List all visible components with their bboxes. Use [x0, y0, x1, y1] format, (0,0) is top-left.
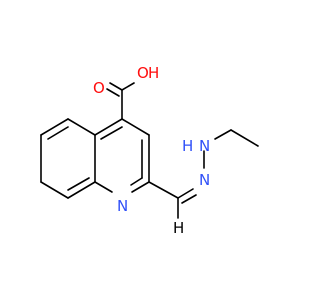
bond-carbonyl: [109, 82, 123, 91]
amine-hydrogen-label: H: [182, 137, 193, 155]
bond-ethyl: [230, 129, 259, 147]
bond-ring: [40, 181, 69, 199]
bond-ring: [94, 181, 113, 193]
bond-ring: [47, 126, 69, 140]
bond-c-n-double: [177, 188, 194, 199]
bond-side-chain: [148, 181, 179, 199]
bond-n-ethyl: [214, 129, 232, 140]
ring-nitrogen-label: N: [117, 197, 128, 215]
bond-c-n-double: [181, 194, 197, 204]
bond-ring: [121, 118, 150, 136]
vinyl-hydrogen-label: H: [173, 219, 184, 237]
bond-carbonyl: [106, 88, 120, 97]
bond-ring: [67, 118, 96, 136]
molecule-structure: O O H N N H N H: [40, 64, 259, 237]
bond-ring: [67, 181, 96, 199]
bond-ring: [131, 181, 150, 193]
bond-ring: [94, 118, 123, 136]
hydroxyl-hydrogen-label: H: [148, 64, 159, 82]
amine-nitrogen-label: N: [199, 137, 210, 155]
hydrazone-nitrogen-label: N: [199, 171, 210, 189]
bond-ring: [130, 177, 143, 186]
bond-ring: [100, 126, 123, 140]
bond-ring: [40, 118, 69, 136]
hydroxyl-oxygen-label: O: [137, 64, 149, 82]
bond-ring: [67, 177, 90, 191]
carbonyl-oxygen-label: O: [93, 79, 105, 97]
molecule-canvas: O O H N N H N H: [40, 64, 259, 237]
bond-hydroxyl: [121, 82, 135, 91]
